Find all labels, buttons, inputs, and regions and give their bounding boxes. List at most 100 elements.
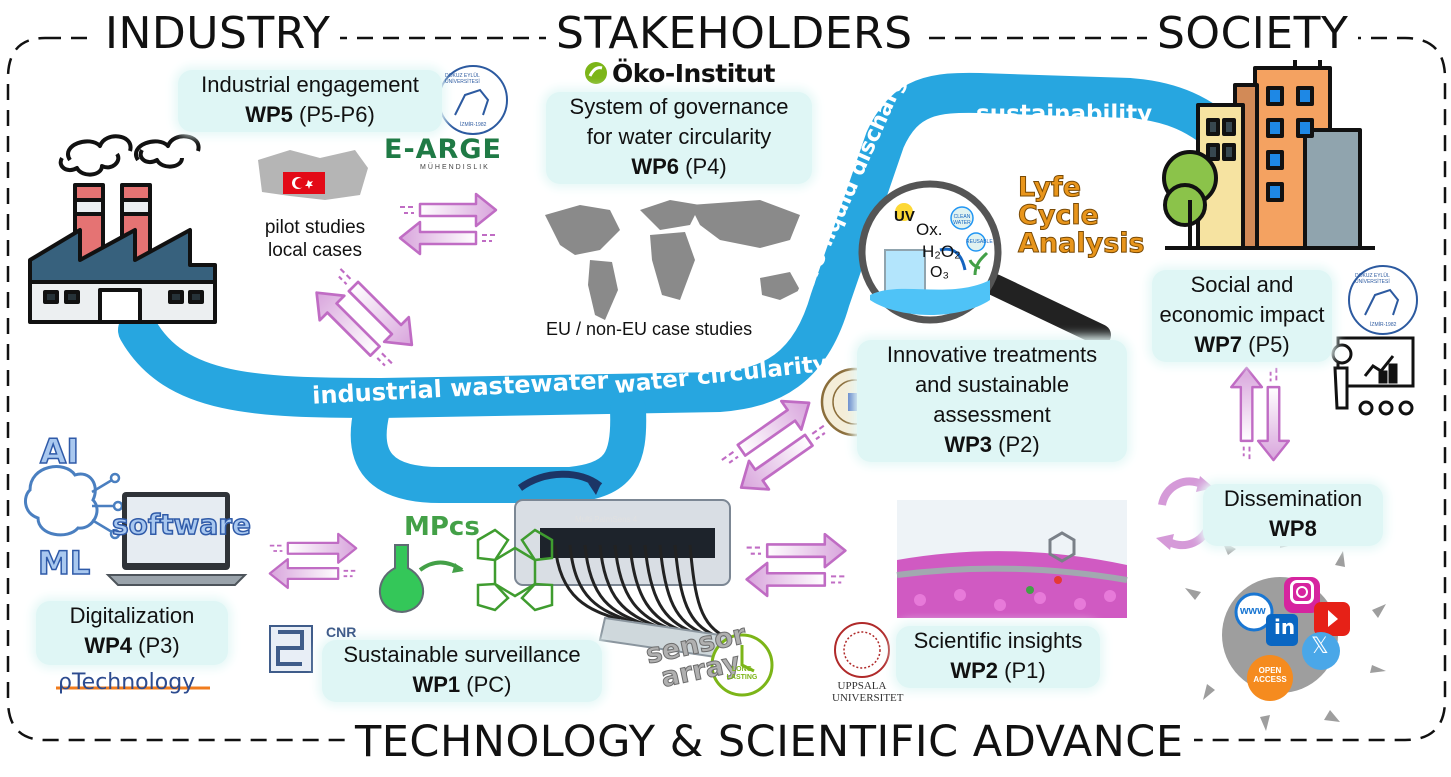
wp1-partners: (PC) [460, 672, 512, 697]
open-access-logo: OPEN ACCESS [1252, 666, 1288, 684]
wp4-box: Digitalization WP4 (P3) [36, 601, 228, 665]
cnr-logo [269, 625, 313, 673]
dashed-frame [6, 36, 1447, 742]
www-icon: www [1240, 605, 1266, 617]
uppsala-line-1: UPPSALA [837, 680, 887, 692]
oko-institut-logo: Öko-Institut [612, 59, 775, 88]
flask-molecule [379, 528, 554, 614]
long-lasting-badge [710, 633, 774, 697]
molecular-surface-image [896, 500, 1128, 618]
wp7-box: Social and economic impact WP7 (P5) [1152, 270, 1332, 362]
linkedin-icon: in [1274, 615, 1296, 639]
long-lasting-line-1: LONG [731, 666, 753, 673]
wp4-id-line: WP4 (P3) [36, 631, 228, 661]
arrow-wp1-wp2 [745, 532, 847, 598]
wp5-id: WP5 [245, 102, 293, 127]
header-society: SOCIETY [1147, 8, 1359, 60]
wp6-title-2: for water circularity [586, 124, 772, 149]
wp6-box: System of governance for water circulari… [546, 92, 812, 184]
ox-label: Ox. [916, 220, 943, 239]
wp7-id-line: WP7 (P5) [1152, 330, 1332, 360]
cnr-label: CNR [326, 624, 357, 640]
world-map [545, 200, 800, 320]
pilot-line-1: pilot studies [264, 217, 366, 238]
wp3-partners: (P2) [992, 432, 1040, 457]
turkey-map [258, 150, 368, 200]
factory-illustration [28, 134, 217, 324]
wp7-title-2: economic impact [1159, 302, 1325, 327]
wp1-id-line: WP1 (PC) [322, 670, 602, 700]
wp4-id: WP4 [84, 633, 132, 658]
lca-line-2: Cycle [1018, 200, 1100, 231]
x-twitter-icon: 𝕏 [1311, 634, 1329, 659]
deu-right-label: DOKUZ EYLÜL ÜNİVERSİTESİ [1355, 273, 1390, 285]
pilot-studies-label: pilot studies local cases [250, 216, 380, 262]
uv-label: UV [894, 208, 915, 225]
wp5-box: Industrial engagement WP5 (P5-P6) [178, 70, 442, 132]
wp2-id: WP2 [950, 658, 998, 683]
label-sustainability: sustainability [976, 101, 1153, 127]
mpcs-label: MPcs [404, 512, 480, 542]
wp7-id: WP7 [1194, 332, 1242, 357]
wp5-id-line: WP5 (P5-P6) [178, 100, 442, 130]
sensor-instrument [514, 470, 742, 662]
wp6-title-1: System of governance [569, 94, 789, 119]
ai-brain-laptop [24, 465, 248, 586]
reusable-label: REUSABLE [966, 239, 993, 245]
water-river [118, 72, 1260, 503]
ai-label: AI [39, 431, 79, 473]
open-access-line-2: ACCESS [1253, 675, 1287, 684]
open-access-line-1: OPEN [1258, 666, 1282, 675]
wp5-title: Industrial engagement [201, 72, 419, 97]
long-lasting-logo: LONG LASTING [724, 666, 760, 682]
oko-leaf-icon [585, 62, 607, 84]
lca-line-1: Lyfe [1018, 172, 1082, 203]
wp8-id: WP8 [1269, 516, 1317, 541]
deu-seal-right [1348, 265, 1418, 335]
lca-line-3: Analysis [1018, 228, 1146, 259]
ml-label: ML [37, 543, 91, 583]
clean-water-label: CLEAN WATER [953, 214, 971, 226]
wp3-box: Innovative treatments and sustainable as… [857, 340, 1127, 462]
header-stakeholders: STAKEHOLDERS [546, 8, 923, 60]
wp1-box: Sustainable surveillance WP1 (PC) [322, 640, 602, 702]
earge-logo: E-ARGE [384, 134, 502, 165]
instrument-label: Multi PalmSens 4 [575, 515, 638, 524]
wp2-title: Scientific insights [913, 628, 1083, 653]
lca-label: Lyfe Cycle Analysis [1018, 172, 1146, 259]
header-industry: INDUSTRY [95, 8, 341, 60]
earge-subtitle: MÜHENDISLIK [420, 164, 490, 171]
wp1-title: Sustainable surveillance [343, 642, 581, 667]
wp5-partners: (P5-P6) [292, 102, 375, 127]
wp2-partners: (P1) [998, 658, 1046, 683]
wp4-partners: (P3) [132, 633, 180, 658]
wp6-partners: (P4) [679, 154, 727, 179]
instagram-lens-icon [1296, 586, 1308, 598]
o3-label: O₃ [930, 264, 949, 281]
wp3-id: WP3 [944, 432, 992, 457]
wp3-title-2: and sustainable [914, 372, 1070, 397]
wp4-title: Digitalization [69, 603, 195, 628]
wp8-title: Dissemination [1223, 486, 1363, 511]
wp1-id: WP1 [412, 672, 461, 697]
wp3-title-3: assessment [933, 402, 1051, 427]
arrow-wp5-wp6 [398, 192, 498, 256]
deu-top-year: İZMİR-1982 [460, 122, 487, 128]
deu-right-year: İZMİR-1982 [1370, 322, 1397, 328]
uppsala-seal [834, 622, 890, 678]
presenter-icon [1331, 336, 1415, 416]
wp2-box: Scientific insights WP2 (P1) [896, 626, 1100, 688]
software-label: software [111, 507, 252, 542]
wp6-id-line: WP6 (P4) [546, 152, 812, 182]
magnifier-illustration [858, 180, 1111, 346]
uppsala-line-2: UNIVERSITET [832, 692, 904, 704]
header-technology: TECHNOLOGY & SCIENTIFIC ADVANCE [345, 716, 1194, 768]
wp3-id-line: WP3 (P2) [857, 430, 1127, 460]
arrow-wp5-wp1 [302, 257, 426, 381]
technology-logo: ρTechnology [58, 670, 196, 695]
uppsala-logo: UPPSALA UNIVERSITET [832, 680, 904, 704]
arrow-wp7-wp8 [1230, 366, 1291, 462]
wp8-id-line: WP8 [1203, 514, 1383, 544]
eu-case-studies-label: EU / non-EU case studies [546, 319, 753, 339]
